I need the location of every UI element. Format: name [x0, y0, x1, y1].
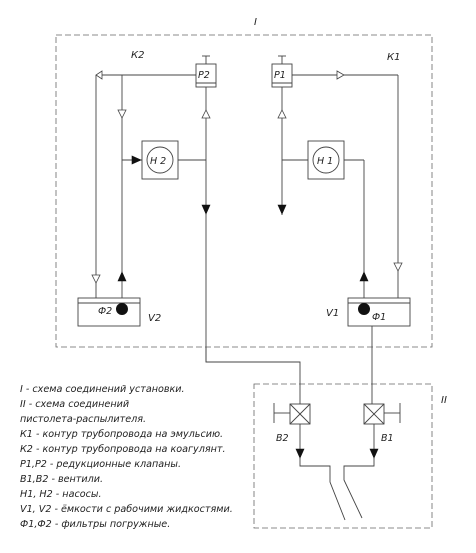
k2-label: К2 [131, 50, 144, 61]
valve-p2-label: Р2 [198, 70, 210, 81]
section-1-boundary [55, 34, 433, 348]
pump-h1 [312, 146, 340, 174]
pump-h1-label: Н 1 [317, 156, 333, 167]
pump-h2 [146, 146, 174, 174]
tank-v1-label: V1 [326, 308, 339, 319]
valve-b2-label: В2 [276, 433, 289, 444]
k1-label: К1 [387, 52, 400, 63]
legend: I - схема соединений установки. II - схе… [20, 384, 233, 530]
valve-b1-label: В1 [381, 433, 394, 444]
legend-line: В1,В2 - вентили. [20, 474, 103, 485]
pump-h2-label: Н 2 [150, 156, 166, 167]
filter-f1-label: Ф1 [372, 312, 386, 323]
spray-gun-section: В2 В1 [273, 403, 401, 521]
legend-line: Н1, Н2 - насосы. [20, 489, 102, 500]
section-2-boundary [253, 383, 433, 529]
valve-p1-label: Р1 [274, 70, 286, 81]
legend-line: К1 - контур трубопровода на эмульсию. [20, 428, 223, 440]
section-2-label: II [441, 395, 447, 406]
section-1-label: I [254, 17, 257, 28]
legend-line: I - схема соединений установки. [20, 384, 185, 395]
filter-f2-label: Ф2 [98, 306, 112, 317]
legend-line: Р1,Р2 - редукционные клапаны. [20, 459, 181, 470]
legend-line: Ф1,Ф2 - фильтры погружные. [20, 519, 170, 530]
circuit-k2: Р2 Н 2 Ф2 V2 [77, 55, 217, 362]
legend-line: К2 - контур трубопровода на коагулянт. [20, 443, 226, 455]
filter-f2-icon [116, 303, 128, 315]
filter-f1-icon [358, 303, 370, 315]
circuit-k1: Р1 Н 1 Ф1 V1 [271, 55, 411, 327]
tank-v2-label: V2 [148, 313, 161, 324]
legend-line: пистолета-распылителя. [20, 414, 146, 425]
pipes-to-gun [205, 326, 373, 404]
legend-line: II - схема соединений [20, 399, 129, 410]
legend-line: V1, V2 - ёмкости с рабочими жидкостями. [20, 503, 233, 515]
